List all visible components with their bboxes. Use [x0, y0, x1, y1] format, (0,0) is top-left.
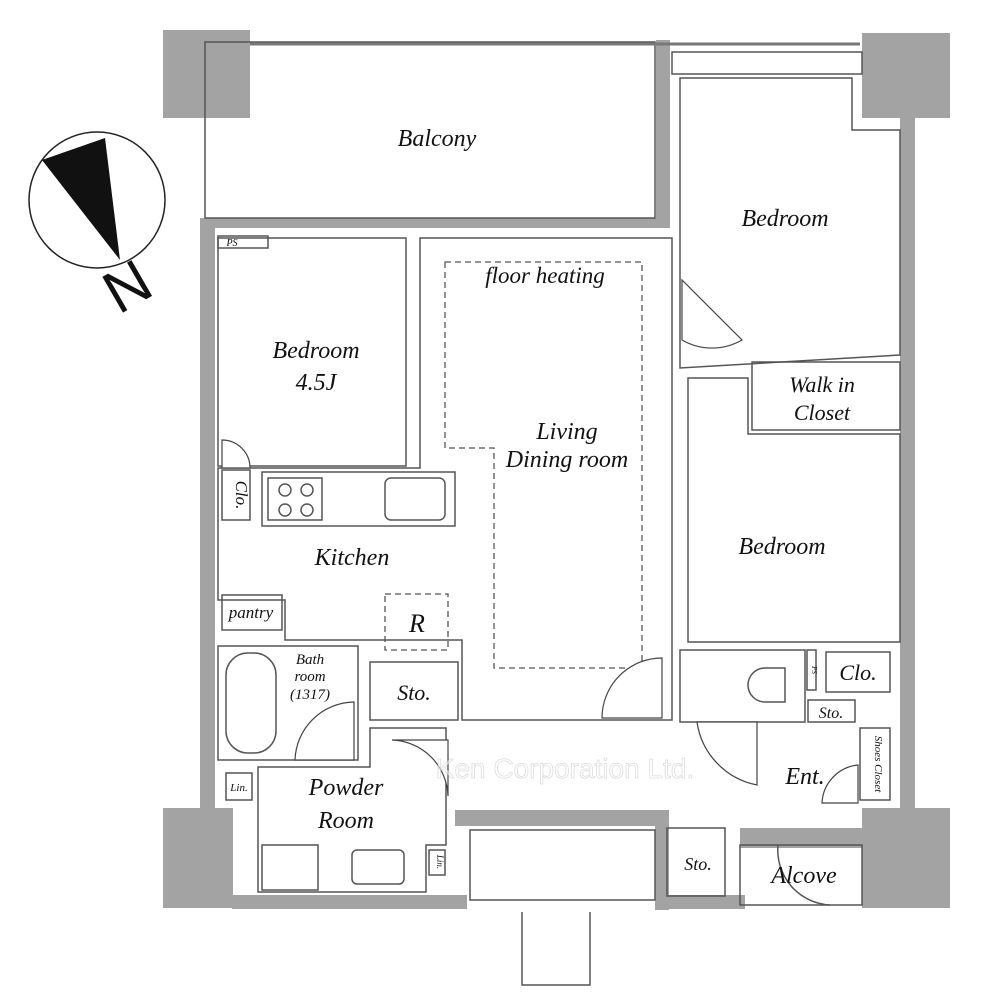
column-se	[862, 808, 950, 908]
entrance-label: Ent.	[784, 764, 824, 790]
wall-west	[200, 220, 215, 810]
window-ne	[671, 51, 863, 75]
bath-label-1: Bath	[296, 652, 324, 668]
sink-icon	[384, 477, 446, 521]
south-door[interactable]	[521, 912, 591, 986]
powder-label-2: Room	[317, 808, 374, 834]
kitchen-label: Kitchen	[314, 545, 390, 571]
door-shoes-closet[interactable]	[821, 764, 859, 804]
shoes-closet-label: Shoes Closet	[872, 736, 884, 793]
bedroom-ne	[679, 77, 901, 369]
closet-e-label: Clo.	[839, 660, 876, 685]
floor-heating-label: floor heating	[485, 263, 604, 288]
walk-in-closet	[751, 361, 901, 431]
pantry-label: pantry	[228, 603, 274, 622]
entrance-door[interactable]	[777, 844, 831, 906]
wall-north	[200, 218, 670, 228]
storage-small-label: Sto.	[819, 705, 843, 722]
south-window-bay	[469, 829, 656, 901]
alcove-label: Alcove	[769, 863, 837, 889]
toilet-icon	[747, 667, 786, 703]
linen-1	[225, 772, 253, 801]
walk-in-closet-label-1: Walk in	[789, 372, 855, 397]
living-label-1: Living	[535, 419, 597, 445]
refrigerator-label: R	[408, 609, 425, 638]
linen-2	[428, 849, 446, 876]
closet-e	[825, 651, 891, 693]
bathroom	[217, 645, 359, 761]
toilet-room	[679, 649, 806, 723]
column-nw	[163, 30, 250, 118]
living-dining-kitchen	[217, 237, 673, 721]
bedroom-w-size: 4.5J	[296, 370, 338, 396]
kitchen-counter[interactable]	[261, 471, 456, 527]
stove-icon	[267, 477, 323, 521]
closet-w	[221, 469, 251, 521]
bath-label-3: (1317)	[290, 687, 330, 703]
bath-label-2: room	[294, 669, 325, 685]
living-label-2: Dining room	[505, 447, 628, 473]
balcony-label: Balcony	[398, 126, 477, 152]
ps-nw-label: PS	[225, 238, 237, 249]
bedroom-e-label: Bedroom	[738, 534, 825, 560]
wall-south-4	[665, 895, 745, 909]
compass: N	[28, 131, 166, 326]
wall-south-3	[655, 810, 669, 910]
closet-w-label: Clo.	[232, 481, 251, 510]
alcove-area	[739, 844, 863, 906]
column-sw	[163, 808, 233, 908]
bedroom-w	[217, 237, 407, 467]
door-living[interactable]	[601, 657, 663, 719]
bedroom-w-label: Bedroom	[272, 338, 359, 364]
watermark: Ken Corporation Ltd.	[436, 753, 694, 784]
ps-nw	[217, 235, 269, 249]
linen-1-label: Lin.	[229, 782, 247, 794]
shoes-closet	[859, 727, 891, 801]
ps-e	[806, 649, 817, 691]
wall-east	[900, 118, 915, 808]
storage-bottom-label: Sto.	[684, 854, 712, 874]
storage-bottom	[666, 827, 726, 897]
refrigerator-space	[384, 593, 449, 651]
column-ne	[862, 33, 950, 118]
ps-e-label: PS	[810, 665, 818, 674]
bedroom-e	[687, 377, 901, 643]
washing-machine-space	[261, 844, 319, 891]
door-bedroom-ne[interactable]	[681, 278, 743, 349]
north-arrow-icon	[42, 138, 120, 260]
wall-south-1	[232, 895, 467, 909]
storage-center-label: Sto.	[397, 680, 431, 705]
floor-heating-zone	[444, 261, 643, 669]
door-bathroom[interactable]	[294, 701, 355, 761]
storage-small	[807, 699, 856, 723]
bathtub-icon	[225, 652, 277, 754]
balcony-area	[204, 41, 656, 219]
walk-in-closet-label-2: Closet	[794, 400, 851, 425]
linen-2-label: Lin.	[435, 854, 445, 869]
bedroom-ne-label: Bedroom	[741, 206, 828, 232]
powder-room	[257, 727, 447, 893]
door-bedroom-w[interactable]	[221, 439, 251, 469]
wall-south-2	[455, 810, 665, 826]
washbasin-icon	[351, 849, 405, 885]
pantry	[221, 594, 283, 631]
door-powder-room[interactable]	[391, 739, 449, 797]
wall-balcony-east	[656, 40, 670, 225]
storage-center	[369, 661, 459, 721]
door-toilet[interactable]	[696, 721, 758, 786]
wall-alcove	[740, 828, 870, 848]
powder-label-1: Powder	[308, 775, 384, 801]
